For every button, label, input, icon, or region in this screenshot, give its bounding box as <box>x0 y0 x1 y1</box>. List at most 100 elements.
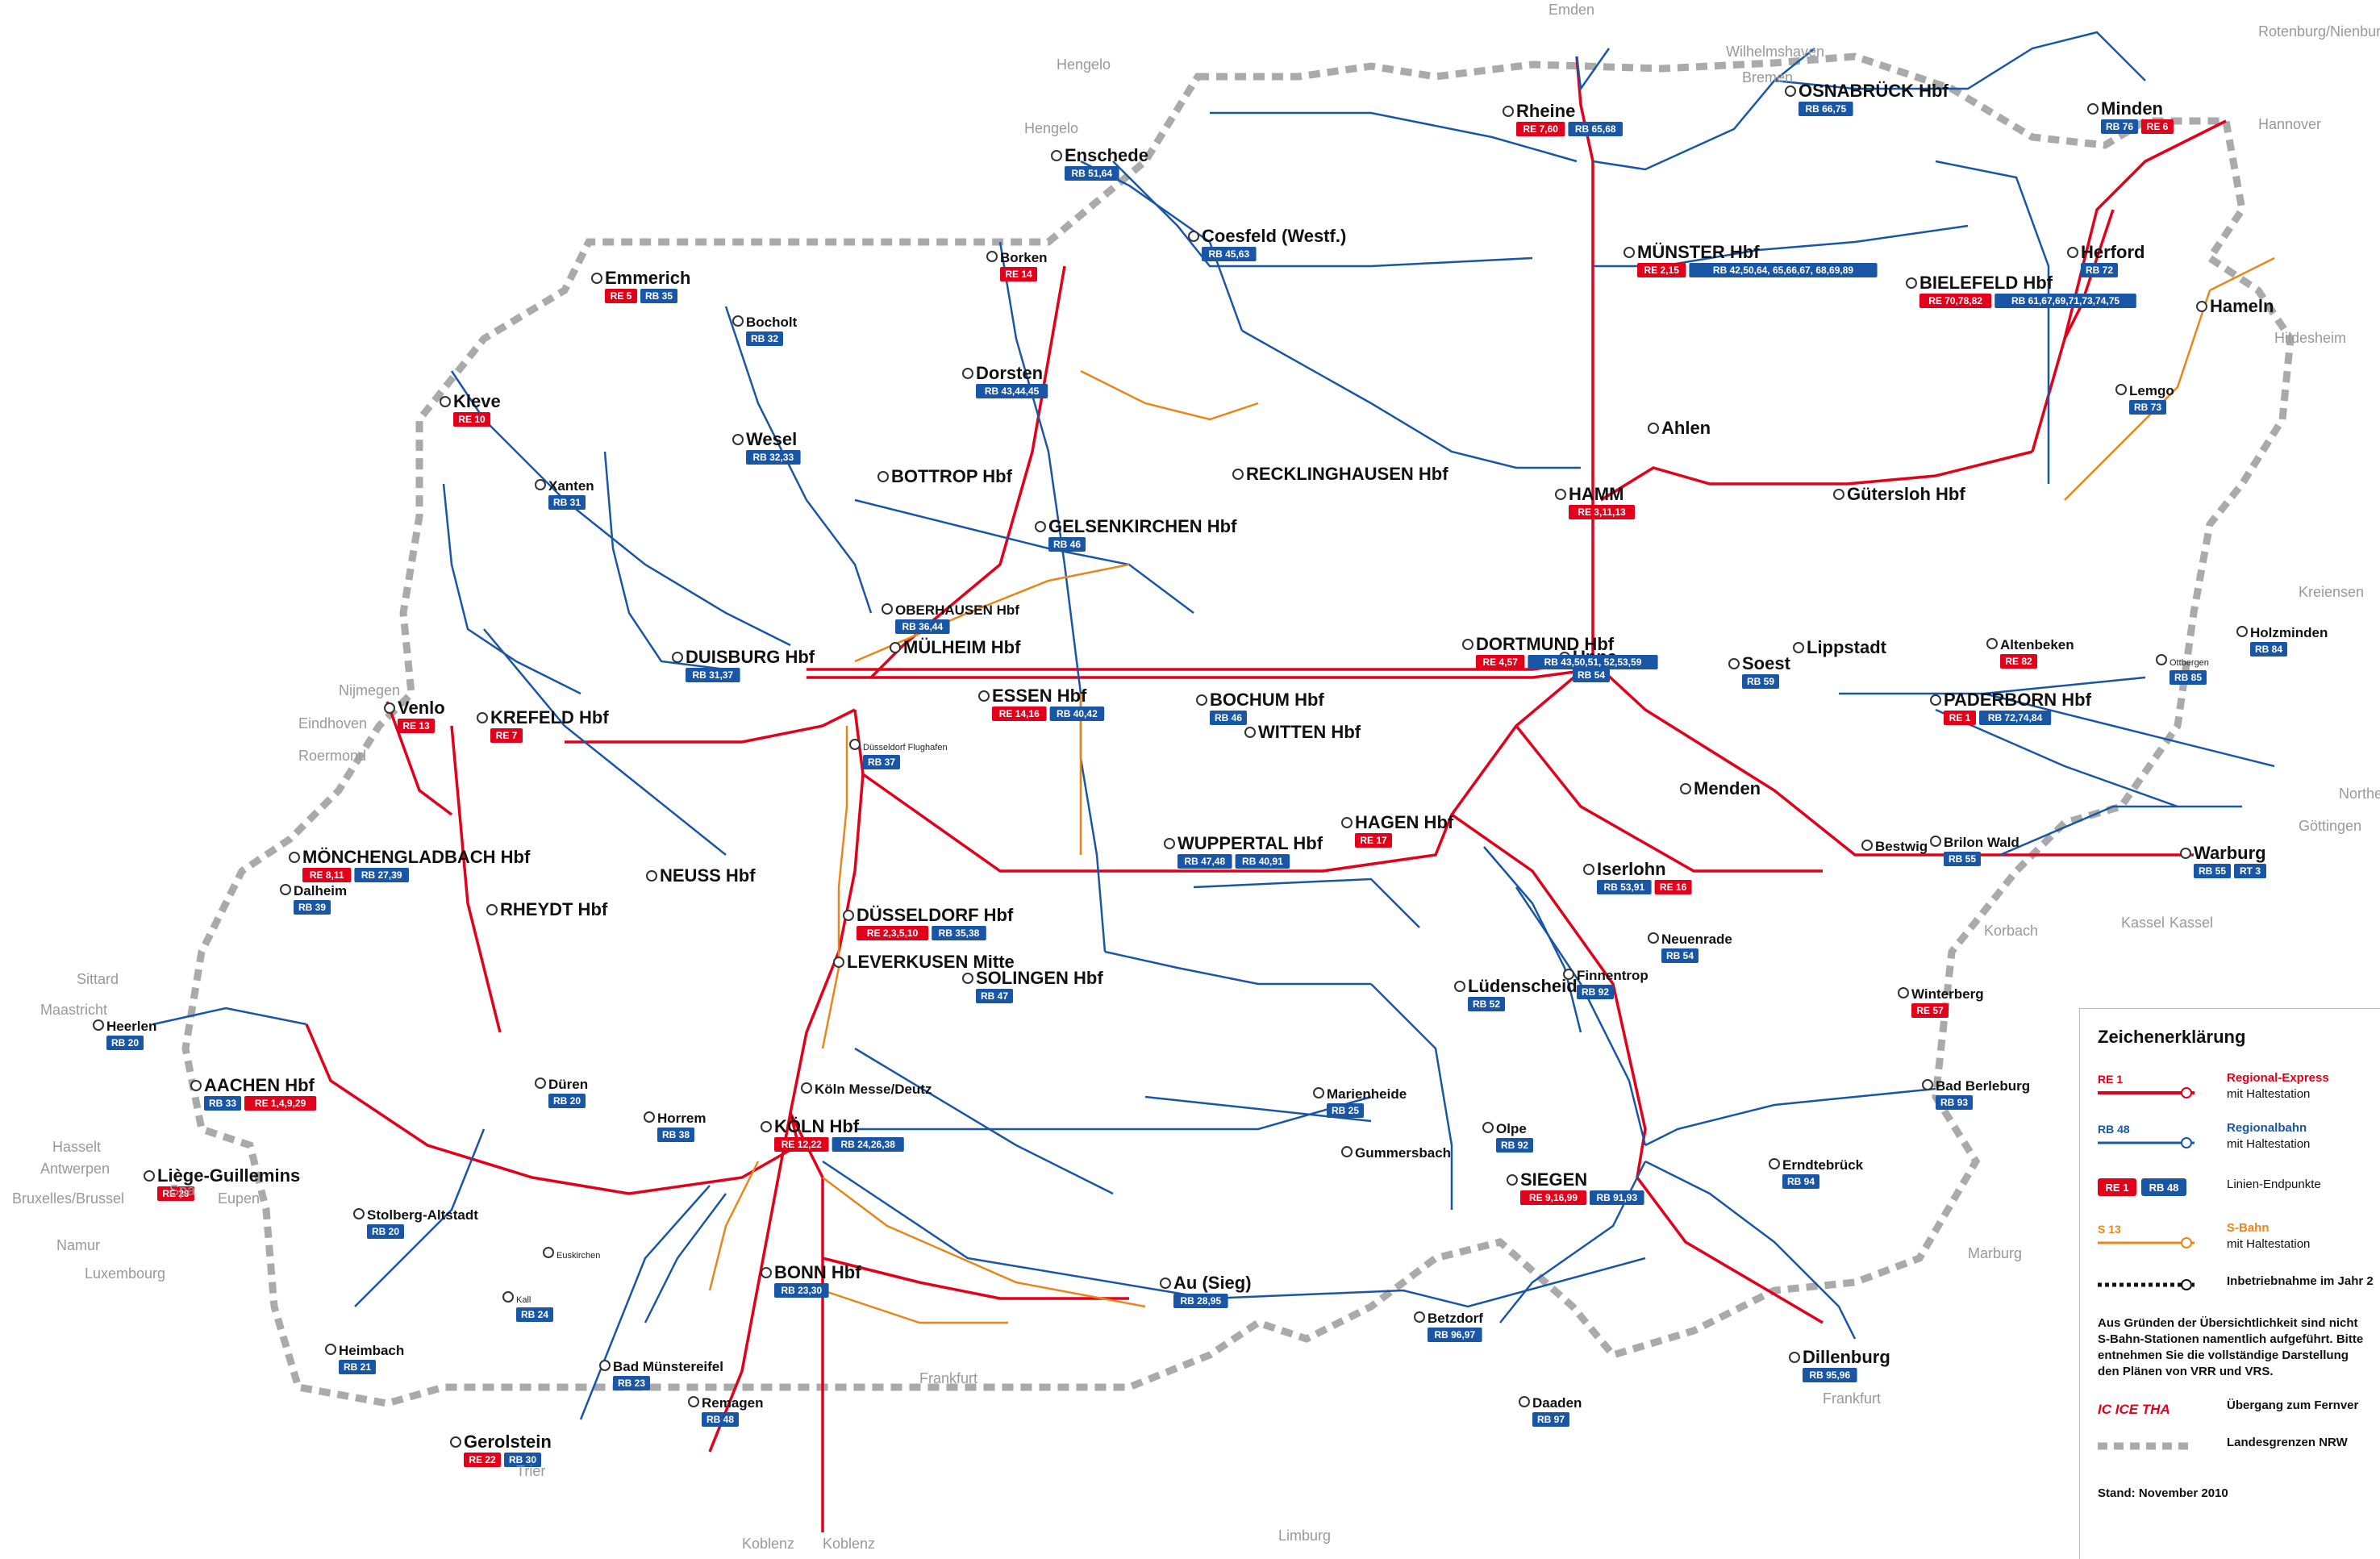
ext-hengelo-2: Hengelo <box>1024 120 1078 136</box>
station-label-holzminden: Holzminden <box>2250 625 2328 640</box>
station-label-duesseldorf: DÜSSELDORF Hbf <box>857 905 1014 925</box>
station-dot <box>1648 932 1659 944</box>
line-badge-label: RB 96,97 <box>1434 1329 1475 1340</box>
station-dot <box>93 1019 104 1031</box>
station-label-duisburg: DUISBURG Hbf <box>686 647 815 667</box>
line-badge: RE 4,57 <box>1476 655 1525 669</box>
line-badge: RE 29 <box>157 1186 194 1201</box>
station-dot <box>1986 638 1998 649</box>
line-badge: RB 20 <box>548 1094 586 1108</box>
line-badge: RB 92 <box>1496 1138 1533 1153</box>
line-badge: RB 72,74,84 <box>1979 711 2052 725</box>
line-badge-label: RB 45,63 <box>1208 248 1249 260</box>
station-label-xanten: Xanten <box>548 478 594 494</box>
svg-text:RE 1: RE 1 <box>2098 1073 2123 1086</box>
line-badge-label: RB 23,30 <box>781 1285 822 1296</box>
station-label-ahlen: Ahlen <box>1661 418 1711 438</box>
ext-koblenz-1: Koblenz <box>742 1536 794 1552</box>
station-dot <box>1164 838 1175 849</box>
station-dot <box>1244 727 1256 738</box>
station-label-bad-berleburg: Bad Berleburg <box>1936 1078 2030 1094</box>
station-dot <box>2236 626 2248 637</box>
line-badge: RE 14 <box>1000 267 1037 281</box>
station-dot <box>1341 817 1353 828</box>
line-badge: RB 36,44 <box>895 619 950 634</box>
ext-bremen: Bremen <box>1742 69 1793 85</box>
line-badge: RB 46 <box>1210 711 1247 725</box>
svg-text:RB 48: RB 48 <box>2098 1123 2130 1136</box>
station-dot <box>646 870 657 882</box>
line-badge-label: RB 92 <box>1582 986 1609 998</box>
legend-s-label: S-Bahn <box>2227 1221 2270 1235</box>
ext-roermond: Roermond <box>298 748 366 764</box>
station-dot <box>1414 1311 1425 1323</box>
ext-nijmegen: Nijmegen <box>339 682 400 698</box>
station-label-bocholt: Bocholt <box>746 315 798 330</box>
station-label-horrem: Horrem <box>657 1111 706 1126</box>
line-badge: RB 53,91 <box>1597 880 1652 894</box>
station-dot <box>1188 231 1199 242</box>
ext-namur: Namur <box>56 1237 100 1253</box>
ext-goettingen: Göttingen <box>2299 818 2361 834</box>
line-badge: RB 39 <box>294 900 331 915</box>
station-dot <box>1051 150 1062 161</box>
station-label-dillenburg: Dillenburg <box>1803 1347 1890 1367</box>
line-badge: RB 65,68 <box>1568 122 1623 136</box>
station-dot <box>1922 1079 1933 1090</box>
line-badge-label: RB 55 <box>2199 865 2226 877</box>
station-dot <box>2156 654 2167 665</box>
line-badge-label: RE 13 <box>402 720 430 732</box>
station-label-muenster: MÜNSTER Hbf <box>1637 242 1760 262</box>
station-label-osnabrueck: OSNABRÜCK Hbf <box>1799 81 1949 101</box>
station-label-hagen: HAGEN Hbf <box>1355 812 1454 832</box>
line-badge-label: RE 7,60 <box>1523 123 1559 135</box>
line-badge: RE 16 <box>1654 880 1692 894</box>
station-dot <box>978 690 990 702</box>
line-badge-label: RB 20 <box>111 1037 139 1048</box>
line-badge-label: RB 46 <box>1053 539 1081 550</box>
legend-planned-label: Inbetriebnahme im Jahr 2 <box>2227 1274 2374 1288</box>
line-badge-label: RB 47,48 <box>1184 856 1225 867</box>
line-badge: RB 72 <box>2081 263 2118 277</box>
station-label-heerlen: Heerlen <box>106 1019 156 1034</box>
station-dot <box>833 957 844 968</box>
station-dot <box>1503 106 1514 117</box>
station-label-rheine: Rheine <box>1516 101 1575 121</box>
line-badge: RB 35 <box>640 289 677 303</box>
station-dot <box>962 973 973 984</box>
s-bahn-lines <box>708 256 2275 1324</box>
line-badge: RB 32 <box>746 331 783 346</box>
line-badge: RB 66,75 <box>1799 102 1853 116</box>
station-label-koeln-messe: Köln Messe/Deutz <box>815 1082 932 1097</box>
line-badge-label: RB 25 <box>1332 1105 1359 1116</box>
station-label-soest: Soest <box>1742 653 1791 673</box>
line-badge-label: RB 46 <box>1215 712 1242 723</box>
ext-rotenburg: Rotenburg/Nienburg <box>2258 23 2380 40</box>
line-badge: RB 91,93 <box>1590 1190 1644 1205</box>
station-dot <box>1648 423 1659 434</box>
station-label-coesfeld: Coesfeld (Westf.) <box>1202 226 1346 246</box>
line-badge: RE 17 <box>1355 833 1392 848</box>
ext-antwerpen: Antwerpen <box>40 1161 110 1177</box>
station-dot <box>280 884 291 895</box>
line-badge-label: RB 31,37 <box>692 669 733 681</box>
station-label-stolberg: Stolberg-Altstadt <box>367 1207 478 1223</box>
line-badge: RB 55 <box>2194 864 2231 878</box>
line-badge-label: RE 2,15 <box>1644 265 1680 276</box>
line-badge: RB 46 <box>1048 537 1086 552</box>
legend-fern-symbol: IC ICE THA <box>2098 1402 2170 1417</box>
station-dot <box>1785 85 1796 97</box>
station-dot <box>502 1291 514 1303</box>
station-dot <box>732 315 744 327</box>
station-dot <box>1680 783 1691 794</box>
station-dot <box>486 904 498 915</box>
station-label-paderborn: PADERBORN Hbf <box>1944 690 2092 710</box>
station-dot <box>1341 1146 1353 1157</box>
station-dot <box>1930 836 1941 847</box>
svg-text:RE 1: RE 1 <box>2106 1182 2129 1194</box>
line-badge-label: RB 28,95 <box>1180 1295 1221 1307</box>
station-label-gummersbach: Gummersbach <box>1355 1145 1451 1161</box>
